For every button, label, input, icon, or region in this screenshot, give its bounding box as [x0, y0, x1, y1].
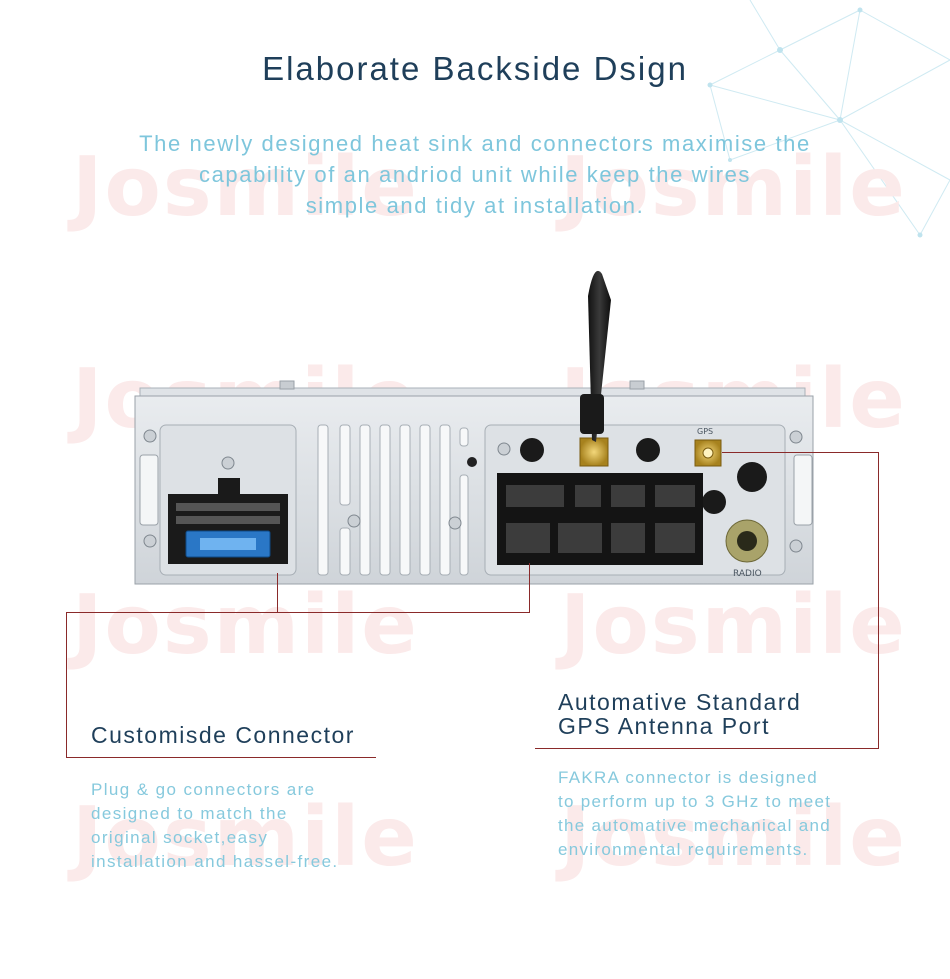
heading-line: GPS Antenna Port — [558, 713, 770, 739]
callout-line — [535, 748, 879, 749]
description-line: to perform up to 3 GHz to meet — [558, 792, 832, 811]
callout-line — [878, 452, 879, 748]
watermark: Josmile — [560, 578, 907, 673]
callout-line — [66, 612, 530, 613]
description-line: original socket,easy — [91, 828, 269, 847]
description-line: Plug & go connectors are — [91, 780, 316, 799]
callout-line — [66, 757, 376, 758]
description-line: environmental requirements. — [558, 840, 809, 859]
description-line: the automative mechanical and — [558, 816, 832, 835]
head-unit-backside-image: GPS RADIO — [134, 270, 814, 585]
description-line: designed to match the — [91, 804, 288, 823]
watermark: Josmile — [72, 140, 419, 235]
watermark: Josmile — [560, 790, 907, 885]
callout-line — [722, 452, 879, 453]
page-title: Elaborate Backside Dsign — [262, 50, 688, 87]
watermark: Josmile — [72, 790, 419, 885]
subtitle-line: The newly designed heat sink and connect… — [139, 131, 811, 156]
feature-description-gps-antenna-port: FAKRA connector is designed to perform u… — [558, 766, 898, 862]
callout-line — [277, 573, 278, 613]
gps-label: GPS — [697, 427, 713, 436]
heading-line: Automative Standard — [558, 689, 802, 715]
network-decoration — [707, 0, 950, 238]
description-line: FAKRA connector is designed — [558, 768, 819, 787]
watermark: Josmile — [72, 578, 419, 673]
subtitle-line: simple and tidy at installation. — [305, 193, 645, 218]
callout-line — [66, 612, 67, 757]
radio-label: RADIO — [733, 569, 762, 579]
callout-line — [529, 563, 530, 613]
page-subtitle: The newly designed heat sink and connect… — [75, 128, 875, 221]
feature-heading-gps-antenna-port: Automative Standard GPS Antenna Port — [558, 690, 801, 738]
subtitle-line: capability of an andriod unit while keep… — [198, 162, 752, 187]
watermark: Josmile — [560, 140, 907, 235]
description-line: installation and hassel-free. — [91, 852, 339, 871]
feature-description-customised-connector: Plug & go connectors are designed to mat… — [91, 778, 391, 874]
feature-heading-customised-connector: Customisde Connector — [91, 722, 355, 748]
